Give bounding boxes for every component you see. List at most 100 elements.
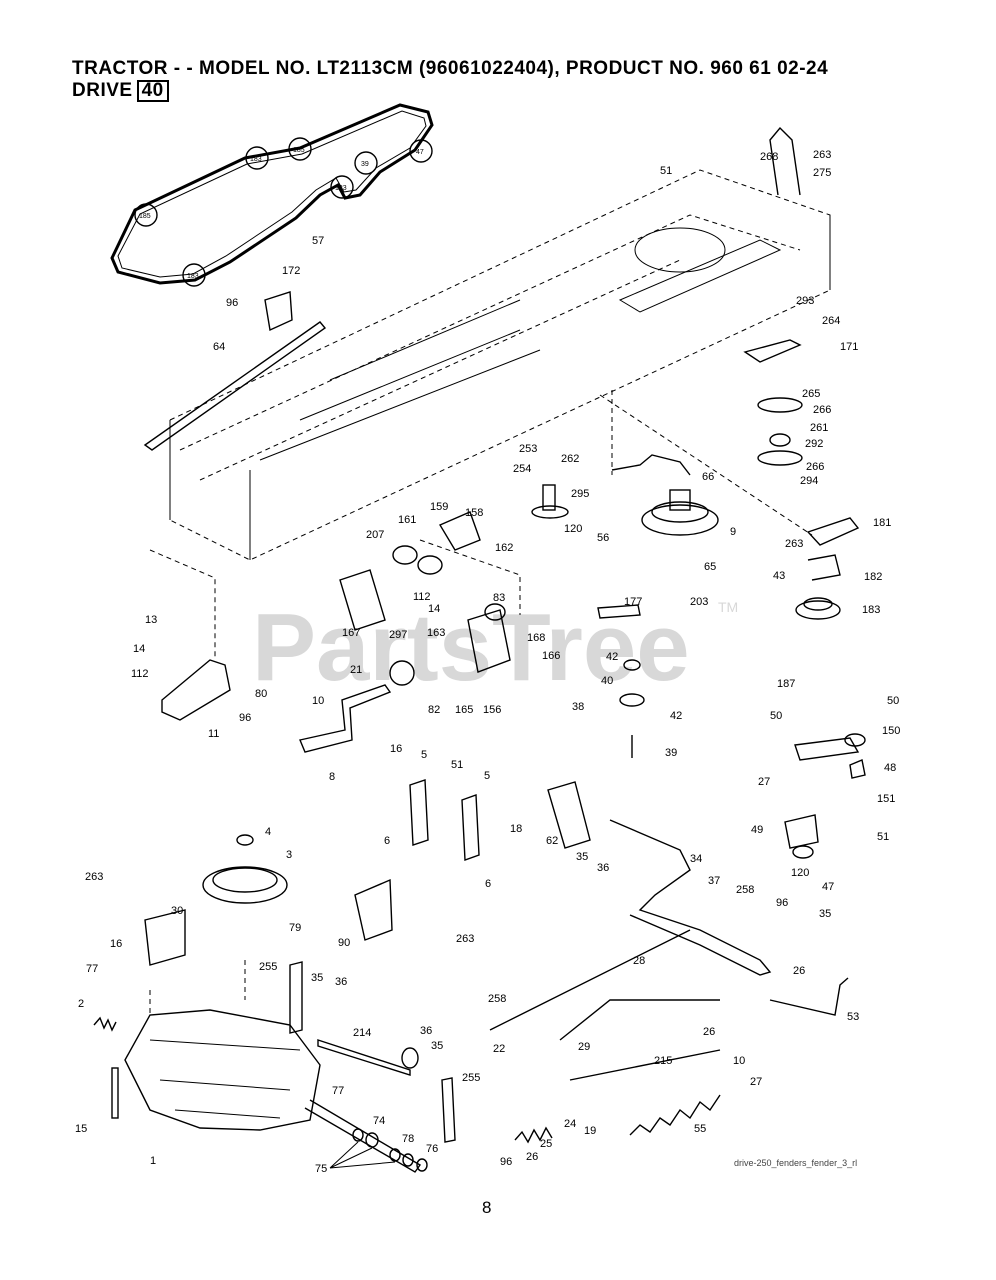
transaxle-1 — [111, 1009, 422, 1173]
callout: 37 — [708, 875, 720, 887]
callout: 77 — [332, 1085, 344, 1097]
belt-pulley-icon: 185 — [288, 137, 312, 161]
watermark-tm: TM — [718, 599, 738, 615]
chassis-frame — [169, 169, 831, 561]
callout: 163 — [427, 627, 445, 639]
callout: 275 — [813, 167, 831, 179]
callout: 35 — [819, 908, 831, 920]
spindle-295 — [531, 484, 569, 519]
bracket-80 — [161, 659, 231, 721]
callout: 120 — [791, 867, 809, 879]
callout: 43 — [773, 570, 785, 582]
callout: 187 — [777, 678, 795, 690]
svg-text:183: 183 — [335, 185, 347, 192]
belt-pulley-icon: 183 — [330, 175, 354, 199]
callout: 171 — [840, 341, 858, 353]
callout: 261 — [810, 422, 828, 434]
bracket-182 — [807, 554, 841, 581]
grip-62 — [547, 781, 591, 849]
callout: 57 — [312, 235, 324, 247]
callout: 18 — [510, 823, 522, 835]
callout: 51 — [660, 165, 672, 177]
callout: 167 — [342, 627, 360, 639]
callout: 50 — [887, 695, 899, 707]
part-38-stack — [619, 659, 645, 758]
callout: 2 — [78, 998, 84, 1010]
callout: 96 — [776, 897, 788, 909]
link-rod-66 — [611, 454, 691, 476]
linkage-255 — [289, 961, 303, 1034]
callout: 258 — [488, 993, 506, 1005]
callout: 66 — [702, 471, 714, 483]
callout: 4 — [265, 826, 271, 838]
rod-215 — [569, 1049, 721, 1081]
callout: 1 — [150, 1155, 156, 1167]
callout: 268 — [760, 151, 778, 163]
callout-labels: 268 263 275 51 57 172 96 64 293 264 171 … — [75, 149, 900, 1175]
callout: 156 — [483, 704, 501, 716]
callout: 49 — [751, 824, 763, 836]
callout: 263 — [85, 871, 103, 883]
watermark-text: PartsTree — [252, 594, 690, 701]
callout: 21 — [350, 664, 362, 676]
callout: 266 — [813, 404, 831, 416]
section-number-box: 40 — [136, 80, 169, 102]
callout: 62 — [546, 835, 558, 847]
callout: 159 — [430, 501, 448, 513]
callout: 42 — [670, 710, 682, 722]
rod-22 — [489, 929, 691, 1031]
diagram-title: TRACTOR - - MODEL NO. LT2113CM (96061022… — [72, 58, 829, 79]
callout: 266 — [806, 461, 824, 473]
callout: 16 — [110, 938, 122, 950]
callout: 10 — [312, 695, 324, 707]
callout: 182 — [864, 571, 882, 583]
callout: 168 — [527, 632, 545, 644]
bracket-90 — [354, 878, 393, 941]
callout: 166 — [542, 650, 560, 662]
bracket-5-left — [409, 779, 429, 846]
svg-text:47: 47 — [416, 149, 424, 156]
section-label: DRIVE — [72, 80, 133, 101]
idler-assembly — [743, 339, 803, 466]
callout: 78 — [402, 1133, 414, 1145]
callout: 22 — [493, 1043, 505, 1055]
callout: 35 — [576, 851, 588, 863]
callout: 165 — [455, 704, 473, 716]
callout: 26 — [703, 1026, 715, 1038]
belt-pulley-icon: 183 — [245, 146, 269, 170]
callout: 5 — [484, 770, 490, 782]
callout: 30 — [171, 905, 183, 917]
pulley-183 — [795, 597, 841, 620]
callout: 28 — [633, 955, 645, 967]
callout: 11 — [208, 728, 219, 740]
pedal-assembly — [784, 733, 866, 859]
callout: 262 — [561, 453, 579, 465]
spring-55 — [629, 1094, 721, 1136]
callout: 76 — [426, 1143, 438, 1155]
callout: 264 — [822, 315, 840, 327]
bracket-181 — [806, 517, 860, 546]
callout: 158 — [465, 507, 483, 519]
fan-bracket-30 — [144, 909, 186, 966]
callout: 14 — [428, 603, 440, 615]
callout: 36 — [597, 862, 609, 874]
callout: 120 — [564, 523, 582, 535]
bracket-5-right — [461, 794, 480, 861]
knob-21 — [389, 660, 415, 686]
callout: 82 — [428, 704, 440, 716]
clutch-pulley-9 — [641, 489, 719, 536]
callout: 64 — [213, 341, 225, 353]
callout: 151 — [877, 793, 895, 805]
rod-28 — [559, 999, 720, 1041]
callout: 24 — [564, 1118, 576, 1130]
callout: 215 — [654, 1055, 672, 1067]
svg-text:185: 185 — [293, 147, 305, 154]
bracket-172 — [264, 291, 293, 332]
callout: 96 — [500, 1156, 512, 1168]
callout: 65 — [704, 561, 716, 573]
svg-text:183: 183 — [187, 273, 199, 280]
callout: 9 — [730, 526, 736, 538]
callout: 36 — [335, 976, 347, 988]
callout: 181 — [873, 517, 891, 529]
callout: 8 — [329, 771, 335, 783]
